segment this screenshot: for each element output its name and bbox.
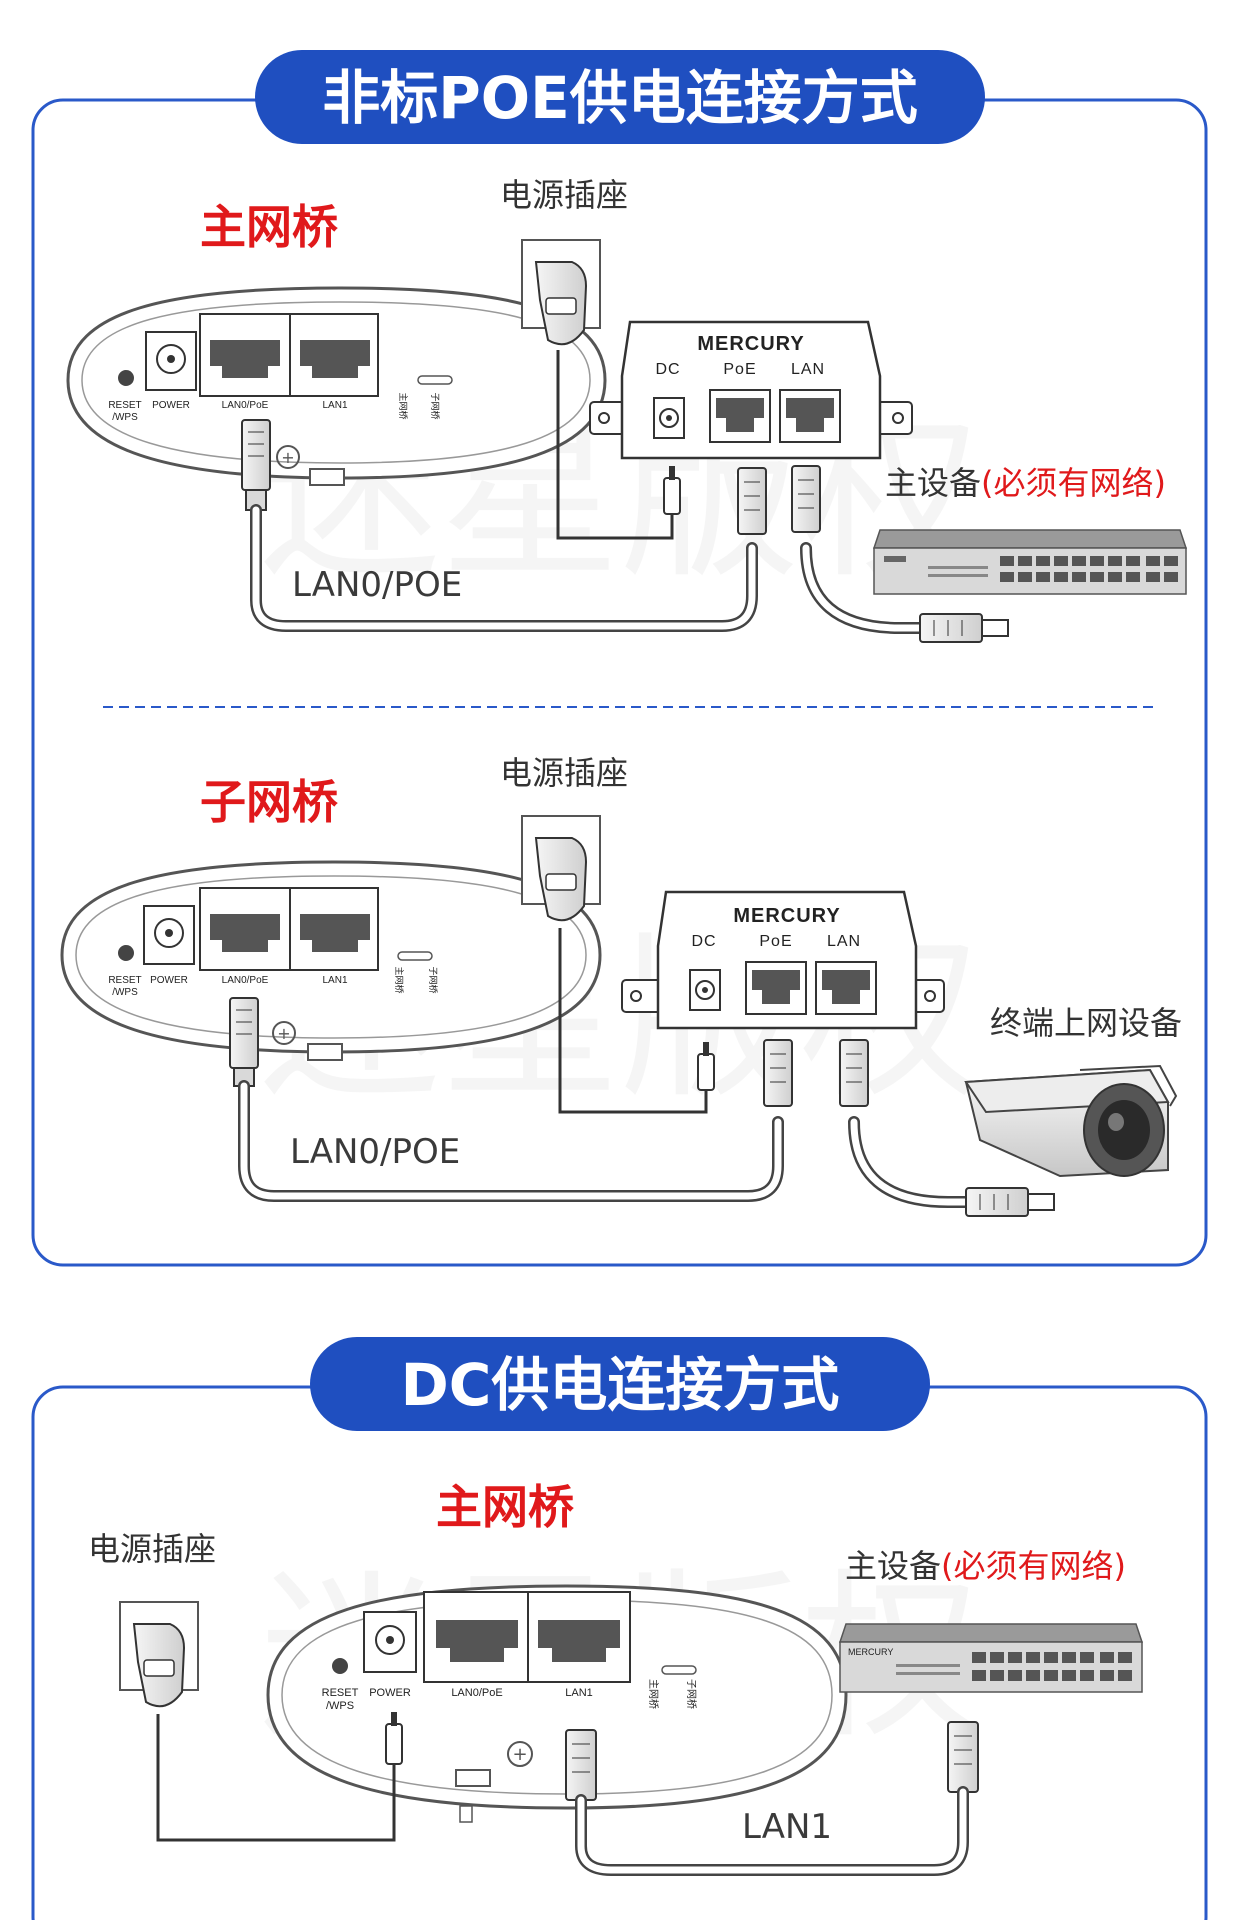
section-title: 非标POE供电连接方式: [322, 64, 917, 132]
switch-sub-label: 子网桥: [428, 966, 439, 993]
bridge-device: RESET /WPS POWER LAN0/PoE LAN1 主网桥 子网桥 +: [66, 286, 607, 486]
svg-text:+: +: [281, 448, 294, 467]
wps-label: /WPS: [112, 412, 138, 423]
injector-poe-label: PoE: [723, 361, 756, 378]
switch-main-label: 主网桥: [394, 966, 405, 993]
host-device-label: 主设备(必须有网络): [845, 1547, 1126, 1585]
section-title-pill: [255, 50, 985, 144]
injector-dc-label: DC: [655, 361, 680, 378]
ethernet-plug: [791, 465, 821, 533]
lan0-port-label: LAN0/PoE: [222, 975, 269, 986]
switch-main-label: 主网桥: [398, 392, 409, 419]
power-cable: [558, 928, 708, 1114]
injector-lan-label: LAN: [827, 933, 861, 950]
main-bridge-label: 主网桥: [200, 200, 338, 254]
wps-label: /WPS: [112, 987, 138, 998]
injector-poe-label: PoE: [759, 933, 792, 950]
cable-label: LAN1: [742, 1807, 832, 1847]
switch-main-label: 主网桥: [647, 1679, 659, 1709]
network-switch: [872, 529, 1188, 595]
ethernet-plug: [737, 467, 767, 535]
injector-dc-label: DC: [691, 933, 716, 950]
ethernet-cable: [848, 1116, 974, 1208]
ethernet-plug: [947, 1721, 979, 1793]
main-bridge-label: 主网桥: [436, 1480, 574, 1534]
reset-label: RESET: [322, 1687, 359, 1699]
cable-label: LAN0/POE: [290, 1132, 460, 1172]
ethernet-plug: [241, 419, 271, 511]
reset-label: RESET: [108, 975, 141, 986]
power-outlet-label: 电源插座: [88, 1530, 216, 1568]
switch-sub-label: 子网桥: [430, 392, 441, 419]
cable-label: LAN0/POE: [292, 565, 462, 605]
injector-brand: MERCURY: [697, 333, 804, 355]
ethernet-plug: [763, 1039, 793, 1107]
svg-text:+: +: [277, 1024, 290, 1043]
host-device-label: 主设备(必须有网络): [885, 464, 1166, 502]
poe-injector: MERCURY DC PoE LAN: [621, 890, 945, 1030]
injector-brand: MERCURY: [733, 905, 840, 927]
lan1-port-label: LAN1: [565, 1687, 593, 1699]
bridge-device: RESET /WPS POWER LAN0/PoE LAN1 主网桥 子网桥 +: [266, 1584, 848, 1823]
ethernet-plug: [965, 1187, 1055, 1217]
power-port-label: POWER: [369, 1687, 411, 1699]
injector-lan-label: LAN: [791, 361, 825, 378]
lan1-port-label: LAN1: [322, 400, 347, 411]
lan1-port-label: LAN1: [322, 975, 347, 986]
switch-sub-label: 子网桥: [685, 1679, 697, 1709]
ethernet-plug: [229, 997, 259, 1087]
network-switch: MERCURY: [838, 1623, 1144, 1693]
ethernet-plug: [919, 613, 1009, 643]
bridge-device: RESET /WPS POWER LAN0/PoE LAN1 主网桥 子网桥 +: [60, 860, 602, 1061]
terminal-device-label: 终端上网设备: [990, 1004, 1182, 1042]
svg-text:+: +: [512, 1744, 527, 1765]
power-outlet: [521, 815, 601, 922]
poe-injector: MERCURY DC PoE LAN: [589, 320, 913, 460]
power-outlet-label: 电源插座: [500, 754, 628, 792]
ethernet-plug: [565, 1729, 597, 1801]
reset-label: RESET: [108, 400, 141, 411]
power-outlet-label: 电源插座: [500, 176, 628, 214]
ethernet-plug: [839, 1039, 869, 1107]
power-cable: [556, 350, 674, 540]
power-port-label: POWER: [152, 400, 190, 411]
lan0-port-label: LAN0/PoE: [451, 1687, 502, 1699]
power-outlet: [521, 239, 601, 346]
sub-bridge-label: 子网桥: [200, 775, 338, 829]
camera-icon: [964, 1064, 1178, 1178]
lan0-port-label: LAN0/PoE: [222, 400, 269, 411]
section-title-pill: [310, 1337, 930, 1431]
power-port-label: POWER: [150, 975, 188, 986]
power-cable: [156, 1714, 396, 1842]
power-outlet: [119, 1601, 199, 1708]
wps-label: /WPS: [326, 1700, 354, 1712]
section-title: DC供电连接方式: [401, 1351, 840, 1419]
switch-brand: MERCURY: [848, 1647, 893, 1657]
